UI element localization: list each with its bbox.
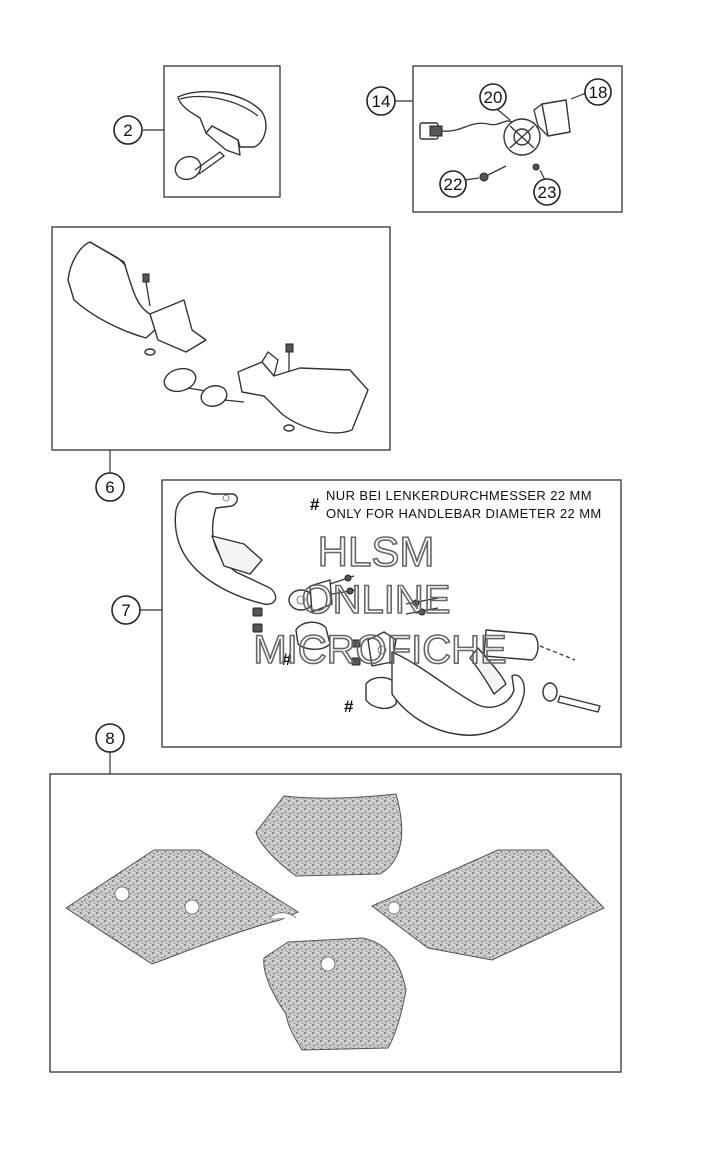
hash-mark-right: # (344, 697, 354, 716)
front-number-plate-decal (255, 793, 403, 877)
wire-harness-part (441, 120, 513, 132)
end-bolt-part (557, 695, 601, 713)
left-bolts-part (329, 574, 357, 595)
callout-14: 14 (366, 86, 396, 116)
light-lens-part (533, 99, 571, 137)
hash-mark-left: # (282, 650, 292, 669)
callout-8: 8 (95, 723, 125, 753)
note-line-de: NUR BEI LENKERDURCHMESSER 22 MM (326, 488, 592, 503)
group-6-box (51, 226, 391, 473)
left-clamp-part (288, 579, 333, 613)
svg-text:22: 22 (444, 175, 463, 194)
right-handguard-shell-part (391, 647, 526, 736)
group-2-box (143, 65, 281, 198)
callout-18: 18 (570, 78, 612, 106)
left-bolt-part (142, 273, 156, 356)
right-hand-guard-part (237, 351, 369, 434)
svg-text:18: 18 (589, 83, 608, 102)
svg-text:14: 14 (372, 92, 391, 111)
right-bolts-part (405, 597, 439, 616)
handlebar-end-part (483, 629, 576, 661)
reducer-sleeve-right-part (365, 676, 399, 710)
rear-number-plate-decal (263, 937, 407, 1051)
callout-20: 20 (479, 83, 511, 121)
svg-text:HLSM: HLSM (318, 528, 435, 575)
lamp-housing-part (503, 118, 541, 156)
callout-6: 6 (95, 472, 125, 502)
callout-2: 2 (113, 115, 143, 145)
right-side-number-decal (371, 849, 605, 961)
callout-23: 23 (533, 169, 561, 206)
group-8-box (49, 752, 622, 1073)
nut-23-part (532, 163, 540, 171)
svg-text:20: 20 (484, 88, 503, 107)
right-bolt-part (283, 343, 295, 432)
svg-text:6: 6 (105, 478, 114, 497)
cable-tie-part (174, 151, 226, 181)
callout-7: 7 (111, 595, 141, 625)
svg-text:ONLINE: ONLINE (302, 578, 451, 622)
svg-text:2: 2 (123, 121, 132, 140)
note-hash-mark: # (310, 495, 320, 514)
svg-text:7: 7 (121, 601, 130, 620)
group-7-box: # NUR BEI LENKERDURCHMESSER 22 MM ONLY F… (140, 479, 622, 748)
svg-text:23: 23 (538, 183, 557, 202)
right-nuts-part (351, 639, 361, 666)
svg-text:8: 8 (105, 729, 114, 748)
hand-guard-spoiler-part (177, 90, 267, 156)
left-hand-guard-part (67, 241, 207, 353)
connector-plug-part (419, 122, 443, 140)
watermark: HLSM ONLINE MICROFICHE (253, 527, 508, 673)
right-clamp-part (367, 631, 397, 667)
left-side-number-decal (65, 849, 300, 965)
reducer-sleeve-left-part (295, 621, 331, 650)
screw-22-part (479, 165, 507, 182)
svg-text:MICROFICHE: MICROFICHE (253, 628, 506, 672)
cable-tie-right-part (200, 385, 245, 407)
note-line-en: ONLY FOR HANDLEBAR DIAMETER 22 MM (326, 506, 602, 521)
callout-22: 22 (439, 170, 480, 198)
left-handguard-shell-part (174, 491, 277, 605)
left-nuts-part (252, 607, 263, 633)
group-14-box (395, 65, 623, 213)
end-washer-part (542, 682, 558, 702)
